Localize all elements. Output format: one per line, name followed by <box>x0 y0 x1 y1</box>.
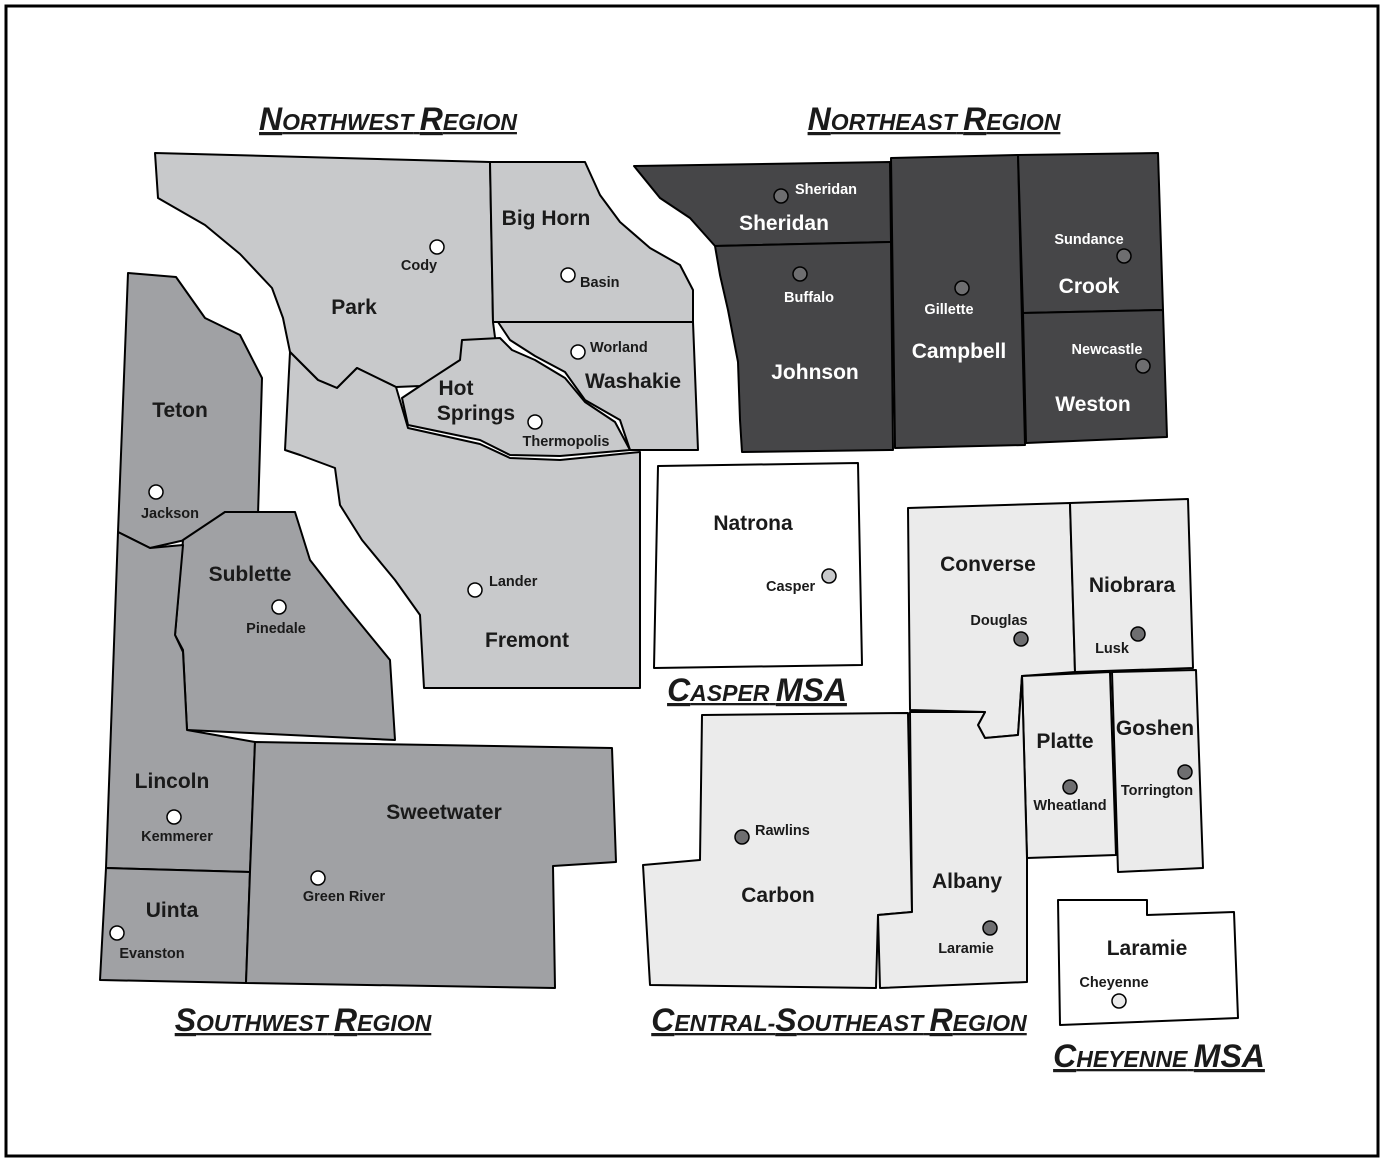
city-sheridan: Sheridan <box>795 182 857 198</box>
city-dot-jackson <box>148 484 164 500</box>
city-torrington: Torrington <box>1121 783 1193 799</box>
label-johnson: Johnson <box>771 361 859 384</box>
region-title-northwest: NORTHWEST REGION <box>259 101 517 137</box>
county-weston[interactable] <box>1022 309 1168 444</box>
city-dot-green-river <box>310 870 326 886</box>
label-sweetwater: Sweetwater <box>386 801 502 824</box>
label-converse: Converse <box>940 553 1036 576</box>
county-niobrara[interactable] <box>1069 498 1194 673</box>
city-dot-buffalo <box>792 266 808 282</box>
label-goshen: Goshen <box>1116 717 1194 740</box>
city-dot-sheridan <box>773 188 789 204</box>
label-campbell: Campbell <box>912 340 1007 363</box>
county-laramie[interactable] <box>1057 899 1239 1026</box>
casper-msa-region: Natrona Casper <box>653 462 863 669</box>
label-albany: Albany <box>932 870 1002 893</box>
region-title-southwest: SOUTHWEST REGION <box>175 1002 432 1038</box>
county-washakie[interactable] <box>497 321 699 451</box>
label-washakie: Washakie <box>585 370 681 393</box>
city-sundance: Sundance <box>1054 232 1123 248</box>
city-dot-sundance <box>1116 248 1132 264</box>
region-title-northeast: NORTHEAST REGION <box>808 101 1061 137</box>
city-rawlins: Rawlins <box>755 823 810 839</box>
city-dot-lander <box>467 582 483 598</box>
city-dot-wheatland <box>1062 779 1078 795</box>
city-evanston: Evanston <box>119 946 184 962</box>
region-title-central-southeast: CENTRAL-SOUTHEAST REGION <box>651 1002 1027 1038</box>
label-lincoln: Lincoln <box>135 770 210 793</box>
city-dot-torrington <box>1177 764 1193 780</box>
county-fremont[interactable] <box>284 351 641 689</box>
city-dot-cheyenne <box>1111 993 1127 1009</box>
city-thermopolis: Thermopolis <box>522 434 609 450</box>
label-weston: Weston <box>1055 393 1130 416</box>
city-dot-worland <box>570 344 586 360</box>
label-crook: Crook <box>1059 275 1120 298</box>
city-casper: Casper <box>766 579 816 595</box>
city-dot-cody <box>429 239 445 255</box>
county-campbell[interactable] <box>890 154 1026 449</box>
city-dot-pinedale <box>271 599 287 615</box>
county-goshen[interactable] <box>1111 669 1204 873</box>
city-pinedale: Pinedale <box>246 621 306 637</box>
city-basin: Basin <box>580 275 620 291</box>
city-dot-douglas <box>1013 631 1029 647</box>
city-dot-casper <box>821 568 837 584</box>
county-carbon[interactable] <box>642 712 913 989</box>
region-title-cheyenne-msa: CHEYENNE MSA <box>1053 1038 1265 1074</box>
city-dot-basin <box>560 267 576 283</box>
label-big-horn: Big Horn <box>502 207 591 230</box>
label-carbon: Carbon <box>741 884 815 907</box>
label-niobrara: Niobrara <box>1089 574 1176 597</box>
city-laramie: Laramie <box>938 941 994 957</box>
label-laramie: Laramie <box>1107 937 1188 960</box>
city-gillette: Gillette <box>924 302 973 318</box>
label-teton: Teton <box>152 399 208 422</box>
county-uinta[interactable] <box>99 867 251 984</box>
city-dot-thermopolis <box>527 414 543 430</box>
city-dot-newcastle <box>1135 358 1151 374</box>
northwest-region: Park Big Horn Washakie Hot Springs Fremo… <box>154 152 699 689</box>
label-uinta: Uinta <box>146 899 199 922</box>
county-johnson[interactable] <box>714 241 894 453</box>
county-platte[interactable] <box>1021 671 1117 859</box>
city-newcastle: Newcastle <box>1072 342 1143 358</box>
city-dot-kemmerer <box>166 809 182 825</box>
northeast-region: Sheridan Johnson Campbell Crook Weston S… <box>633 152 1168 453</box>
city-dot-laramie <box>982 920 998 936</box>
city-dot-lusk <box>1130 626 1146 642</box>
label-sublette: Sublette <box>209 563 292 586</box>
city-cheyenne: Cheyenne <box>1079 975 1148 991</box>
region-title-casper-msa: CASPER MSA <box>667 672 847 708</box>
city-buffalo: Buffalo <box>784 290 834 306</box>
city-douglas: Douglas <box>970 613 1027 629</box>
county-natrona[interactable] <box>653 462 863 669</box>
city-dot-gillette <box>954 280 970 296</box>
city-cody: Cody <box>401 258 437 274</box>
city-lander: Lander <box>489 574 538 590</box>
city-lusk: Lusk <box>1095 641 1130 657</box>
label-park: Park <box>331 296 377 319</box>
central-southeast-region: Converse Niobrara Platte Goshen Carbon A… <box>642 498 1204 989</box>
city-green-river: Green River <box>303 889 386 905</box>
label-sheridan: Sheridan <box>739 212 829 235</box>
city-dot-evanston <box>109 925 125 941</box>
label-platte: Platte <box>1036 730 1093 753</box>
city-wheatland: Wheatland <box>1033 798 1106 814</box>
city-kemmerer: Kemmerer <box>141 829 213 845</box>
county-albany[interactable] <box>877 675 1028 989</box>
city-worland: Worland <box>590 340 648 356</box>
label-hot-springs-1: Hot <box>439 377 474 400</box>
southwest-region: Teton Sublette Lincoln Uinta Sweetwater … <box>99 272 617 989</box>
label-hot-springs-2: Springs <box>437 402 515 425</box>
cheyenne-msa-region: Laramie Cheyenne <box>1057 899 1239 1026</box>
county-sweetwater[interactable] <box>245 741 617 989</box>
county-hot-springs[interactable] <box>401 337 631 457</box>
label-fremont: Fremont <box>485 629 569 652</box>
city-jackson: Jackson <box>141 506 199 522</box>
city-dot-rawlins <box>734 829 750 845</box>
label-natrona: Natrona <box>713 512 793 535</box>
